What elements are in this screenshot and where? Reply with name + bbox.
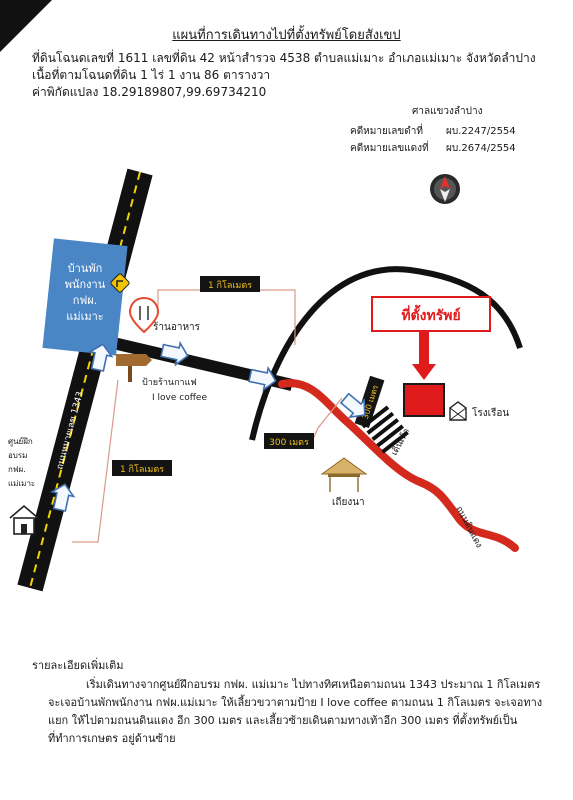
property-callout: ที่ตั้งทรัพย์ — [371, 296, 491, 332]
red-case-number: ผบ.2674/2554 — [446, 143, 516, 154]
page-corner-mark — [0, 0, 52, 52]
footpath-crossing-icon — [361, 405, 409, 454]
route-arrow-icon — [248, 365, 277, 392]
housing-label-4: แม่เมาะ — [66, 310, 103, 323]
black-road-curve — [249, 266, 523, 441]
training-center-label-1: ศูนย์ฝึก — [8, 436, 33, 447]
housing-label-2: พนักงาน — [65, 278, 106, 291]
compass-icon — [430, 174, 460, 204]
housing-label-1: บ้านพัก — [68, 262, 103, 275]
housing-label-3: กฟผ. — [73, 294, 97, 307]
coffee-sign-label: ป้ายร้านกาแฟ — [142, 377, 197, 388]
deed-info-line: ที่ดินโฉนดเลขที่ 1611 เลขที่ดิน 42 หน้าส… — [32, 51, 536, 65]
distance-tag-1km-top: 1 กิโลเมตร — [200, 276, 260, 292]
route-arrow-icon — [49, 483, 76, 512]
route-arrow-icon — [87, 343, 114, 372]
coffee-sign-icon — [116, 354, 152, 382]
bracket-left — [72, 379, 119, 543]
restaurant-pin-icon — [128, 296, 160, 334]
training-center-label-3: กฟผ. — [8, 465, 26, 474]
training-center-label-2: อบรม — [8, 451, 27, 460]
svg-text:300 เมตร: 300 เมตร — [269, 438, 309, 448]
highway-1343 — [17, 168, 153, 592]
dirt-road — [278, 379, 519, 552]
page-title: แผนที่การเดินทางไปที่ตั้งทรัพย์โดยสังเขป — [172, 28, 401, 43]
bracket-top — [157, 289, 296, 345]
field-hut-icon — [320, 457, 368, 492]
barn-label: โรงเรือน — [472, 406, 509, 419]
dirt-road-label: ถนนดินแดง — [453, 504, 484, 550]
property-marker — [403, 383, 445, 417]
svg-text:1 กิโลเมตร: 1 กิโลเมตร — [208, 280, 252, 291]
coordinates-line: ค่าพิกัดแปลง 18.29189807,99.69734210 — [32, 85, 267, 99]
barn-icon — [449, 401, 467, 421]
route-arrow-icon — [160, 340, 189, 367]
distance-tag-1km-left: 1 กิโลเมตร — [112, 460, 172, 476]
red-case-label: คดีหมายเลขแดงที่ — [350, 143, 429, 154]
training-center-icon — [9, 504, 39, 535]
court-name: ศาลแขวงลำปาง — [412, 106, 483, 117]
training-center-label-4: แม่เมาะ — [8, 479, 35, 488]
svg-text:ที่ตั้งทรัพย์: ที่ตั้งทรัพย์ — [401, 304, 460, 324]
black-case-label: คดีหมายเลขดำที่ — [350, 126, 423, 137]
coffee-name-label: I love coffee — [152, 393, 207, 403]
field-hut-label: เถียงนา — [332, 496, 365, 508]
restaurant-label: ร้านอาหาร — [153, 321, 201, 333]
route-arrow-icon — [339, 392, 366, 419]
distance-tag-300m-a: 300 เมตร — [264, 433, 314, 449]
svg-text:1 กิโลเมตร: 1 กิโลเมตร — [120, 464, 164, 475]
details-body: เริ่มเดินทางจากศูนย์ฝึกอบรม กฟผ. แม่เมาะ… — [48, 678, 543, 745]
details-title: รายละเอียดเพิ่มเติม — [32, 659, 124, 672]
turn-sign-icon — [110, 273, 130, 293]
area-info-line: เนื้อที่ตามโฉนดที่ดิน 1 ไร่ 1 งาน 86 ตาร… — [32, 68, 271, 82]
property-pointer-arrow — [412, 332, 436, 380]
employee-housing-building — [42, 238, 128, 356]
black-case-number: ผบ.2247/2554 — [446, 126, 516, 137]
